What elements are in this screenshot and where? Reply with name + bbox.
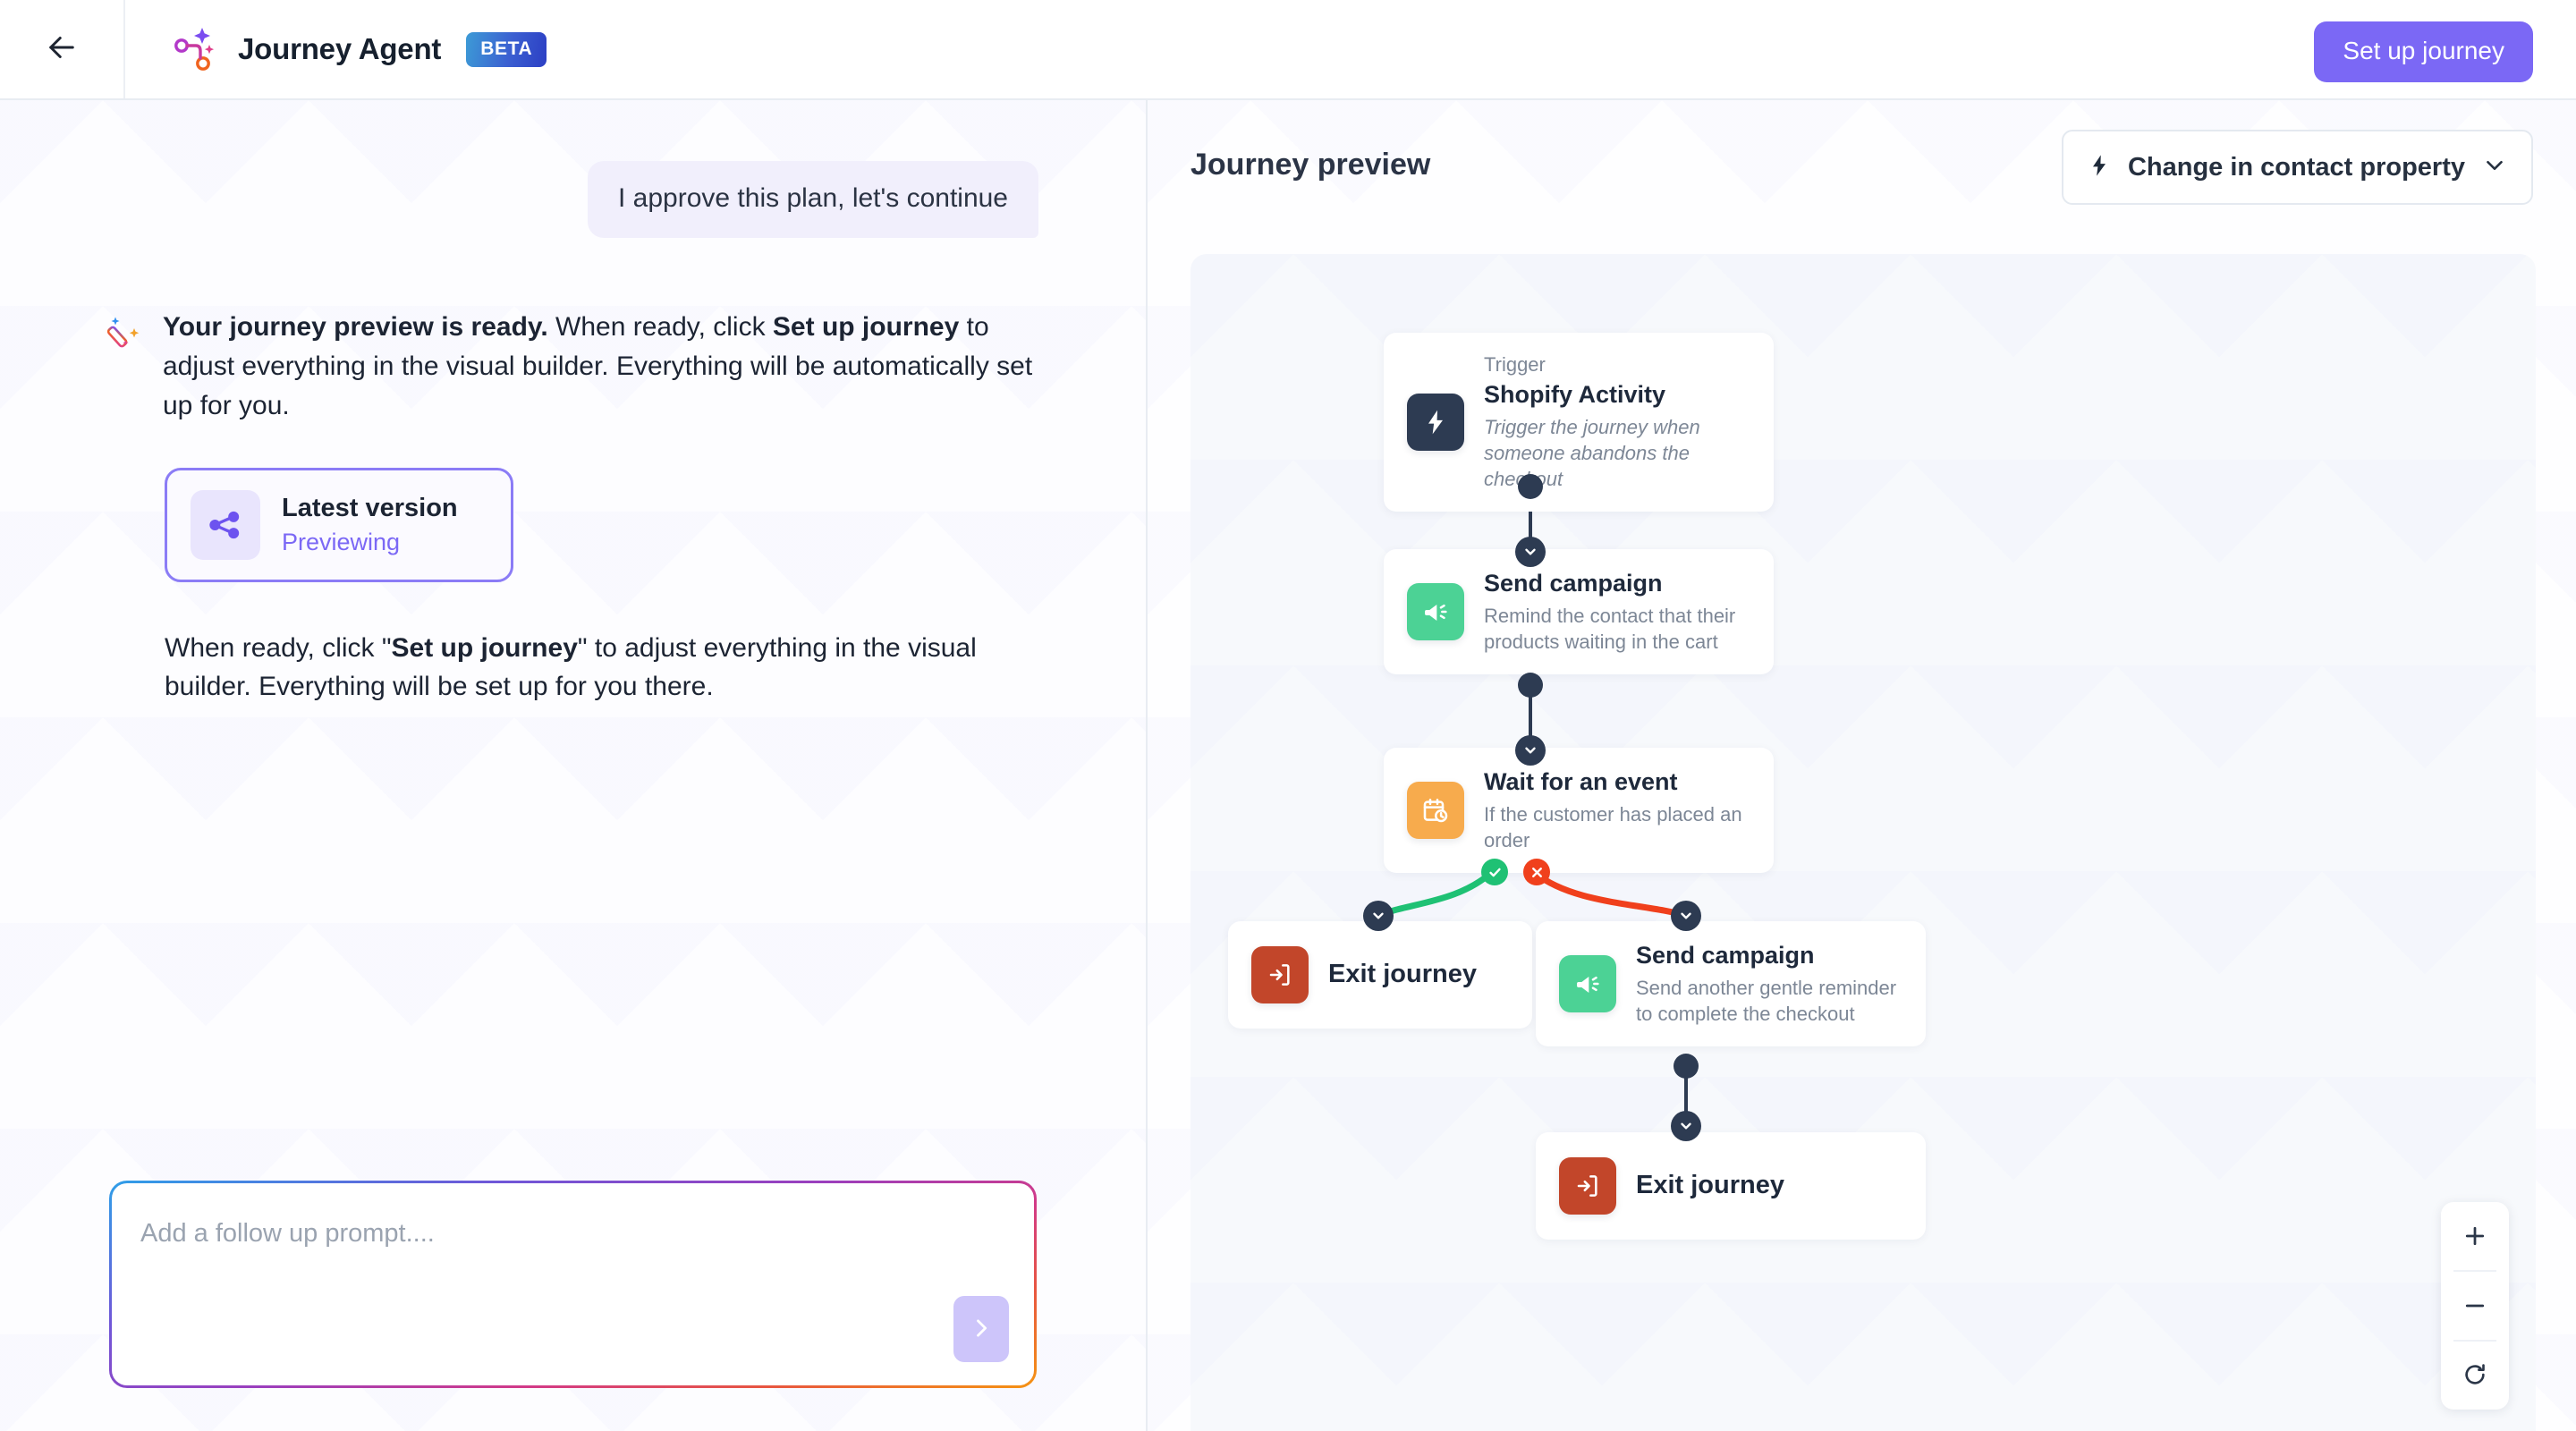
prompt-input-inner: Add a follow up prompt.... xyxy=(112,1183,1034,1385)
zoom-divider xyxy=(2453,1340,2496,1342)
trigger-select-label: Change in contact property xyxy=(2127,152,2465,182)
closing-post: " to adjust everything in the visual bui… xyxy=(165,632,977,702)
edge-source-handle xyxy=(1674,1054,1699,1079)
edge-add-step-button[interactable] xyxy=(1363,901,1394,931)
zoom-controls xyxy=(2441,1202,2509,1410)
back-button[interactable] xyxy=(0,0,125,98)
refresh-icon xyxy=(2462,1361,2488,1391)
journey-preview-panel: Journey preview Change in contact proper… xyxy=(1148,100,2576,1431)
flow-node-kicker: Trigger xyxy=(1484,353,1546,376)
latest-version-card[interactable]: Latest version Previewing xyxy=(165,467,513,582)
calendar-clock-icon xyxy=(1407,782,1464,839)
lightning-bolt-icon xyxy=(1407,393,1464,451)
app-title: Journey Agent xyxy=(238,32,442,65)
chevron-down-icon xyxy=(2481,152,2508,183)
share-nodes-icon xyxy=(191,489,260,560)
assistant-message-row: Your journey preview is ready. When read… xyxy=(54,308,1092,427)
assistant-closing-text: When ready, click "Set up journey" to ad… xyxy=(165,629,1023,707)
assistant-message-text: Your journey preview is ready. When read… xyxy=(163,308,1057,427)
flow-node-title: Send campaign xyxy=(1484,570,1663,597)
flow-node-desc: Send another gentle reminder to complete… xyxy=(1636,976,1897,1025)
beta-badge: BETA xyxy=(466,31,547,67)
assistant-mid-2: to adjust everything in the visual build… xyxy=(163,311,1033,421)
closing-pre: When ready, click " xyxy=(165,632,392,663)
zoom-in-button[interactable] xyxy=(2441,1202,2509,1270)
edge-add-step-button[interactable] xyxy=(1671,1111,1701,1141)
flow-node-desc: Trigger the journey when someone abandon… xyxy=(1484,415,1700,490)
flow-node-body: Exit journey xyxy=(1328,959,1477,990)
lightning-bolt-icon xyxy=(2087,153,2112,182)
journey-canvas[interactable]: Trigger Shopify Activity Trigger the jou… xyxy=(1191,254,2536,1431)
flow-node-trigger[interactable]: Trigger Shopify Activity Trigger the jou… xyxy=(1384,333,1774,512)
panel-divider xyxy=(1146,100,1148,1431)
arrow-left-icon xyxy=(43,29,80,71)
flow-node-exit-journey-yes[interactable]: Exit journey xyxy=(1228,921,1532,1029)
flow-node-desc: Remind the contact that their products w… xyxy=(1484,604,1736,653)
flow-node-send-campaign-1[interactable]: Send campaign Remind the contact that th… xyxy=(1384,549,1774,674)
edge-source-handle xyxy=(1518,474,1543,499)
reset-view-button[interactable] xyxy=(2441,1342,2509,1410)
assistant-bold-mid: Set up journey xyxy=(772,311,960,342)
edge-add-step-button[interactable] xyxy=(1671,901,1701,931)
flow-node-title: Wait for an event xyxy=(1484,768,1678,795)
flow-node-wait-for-event[interactable]: Wait for an event If the customer has pl… xyxy=(1384,748,1774,873)
prompt-placeholder[interactable]: Add a follow up prompt.... xyxy=(140,1219,435,1248)
chat-thread: I approve this plan, let's continue xyxy=(0,100,1146,707)
edge-add-step-button[interactable] xyxy=(1515,537,1546,567)
exit-door-icon xyxy=(1559,1157,1616,1215)
flow-node-title: Shopify Activity xyxy=(1484,380,1666,408)
chat-panel: I approve this plan, let's continue xyxy=(0,100,1146,1431)
assistant-lead: Your journey preview is ready. xyxy=(163,311,548,342)
flow-node-body: Trigger Shopify Activity Trigger the jou… xyxy=(1484,352,1750,492)
flow-node-exit-journey-no[interactable]: Exit journey xyxy=(1536,1132,1926,1240)
latest-version-status: Previewing xyxy=(282,528,401,555)
flow-node-body: Exit journey xyxy=(1636,1170,1784,1201)
flow-node-title: Exit journey xyxy=(1328,960,1477,989)
journey-agent-logo-icon xyxy=(172,25,220,73)
megaphone-icon xyxy=(1559,955,1616,1012)
top-bar: Journey Agent BETA Set up journey xyxy=(0,0,2576,100)
assistant-mid-1: When ready, click xyxy=(547,311,773,342)
closing-bold: Set up journey xyxy=(391,632,578,663)
prompt-input-wrapper: Add a follow up prompt.... xyxy=(109,1181,1037,1388)
latest-version-body: Latest version Previewing xyxy=(282,492,458,558)
chevron-right-icon xyxy=(969,1316,994,1343)
edge-add-step-button[interactable] xyxy=(1515,735,1546,766)
zoom-out-button[interactable] xyxy=(2441,1272,2509,1340)
branch-no-badge[interactable] xyxy=(1523,859,1550,885)
send-prompt-button[interactable] xyxy=(953,1296,1009,1362)
brand: Journey Agent BETA xyxy=(172,25,547,73)
flow-node-body: Send campaign Send another gentle remind… xyxy=(1636,941,1902,1027)
flow-node-send-campaign-2[interactable]: Send campaign Send another gentle remind… xyxy=(1536,921,1926,1046)
user-message-row: I approve this plan, let's continue xyxy=(54,100,1092,238)
flow-node-title: Send campaign xyxy=(1636,942,1815,969)
megaphone-icon xyxy=(1407,583,1464,640)
page-title: Journey preview xyxy=(1191,148,1431,182)
zoom-divider xyxy=(2453,1270,2496,1272)
flow-node-body: Send campaign Remind the contact that th… xyxy=(1484,569,1750,655)
flow-nodes: Trigger Shopify Activity Trigger the jou… xyxy=(1191,254,2536,1431)
set-up-journey-button[interactable]: Set up journey xyxy=(2314,21,2533,82)
flow-node-title: Exit journey xyxy=(1636,1171,1784,1200)
edge-source-handle xyxy=(1518,673,1543,698)
trigger-select[interactable]: Change in contact property xyxy=(2061,130,2533,205)
flow-node-body: Wait for an event If the customer has pl… xyxy=(1484,767,1750,853)
branch-yes-badge[interactable] xyxy=(1481,859,1508,885)
latest-version-title: Latest version xyxy=(282,493,458,522)
magic-wand-icon xyxy=(106,315,143,351)
exit-door-icon xyxy=(1251,946,1309,1003)
user-message-bubble: I approve this plan, let's continue xyxy=(588,161,1038,238)
flow-node-desc: If the customer has placed an order xyxy=(1484,802,1742,851)
